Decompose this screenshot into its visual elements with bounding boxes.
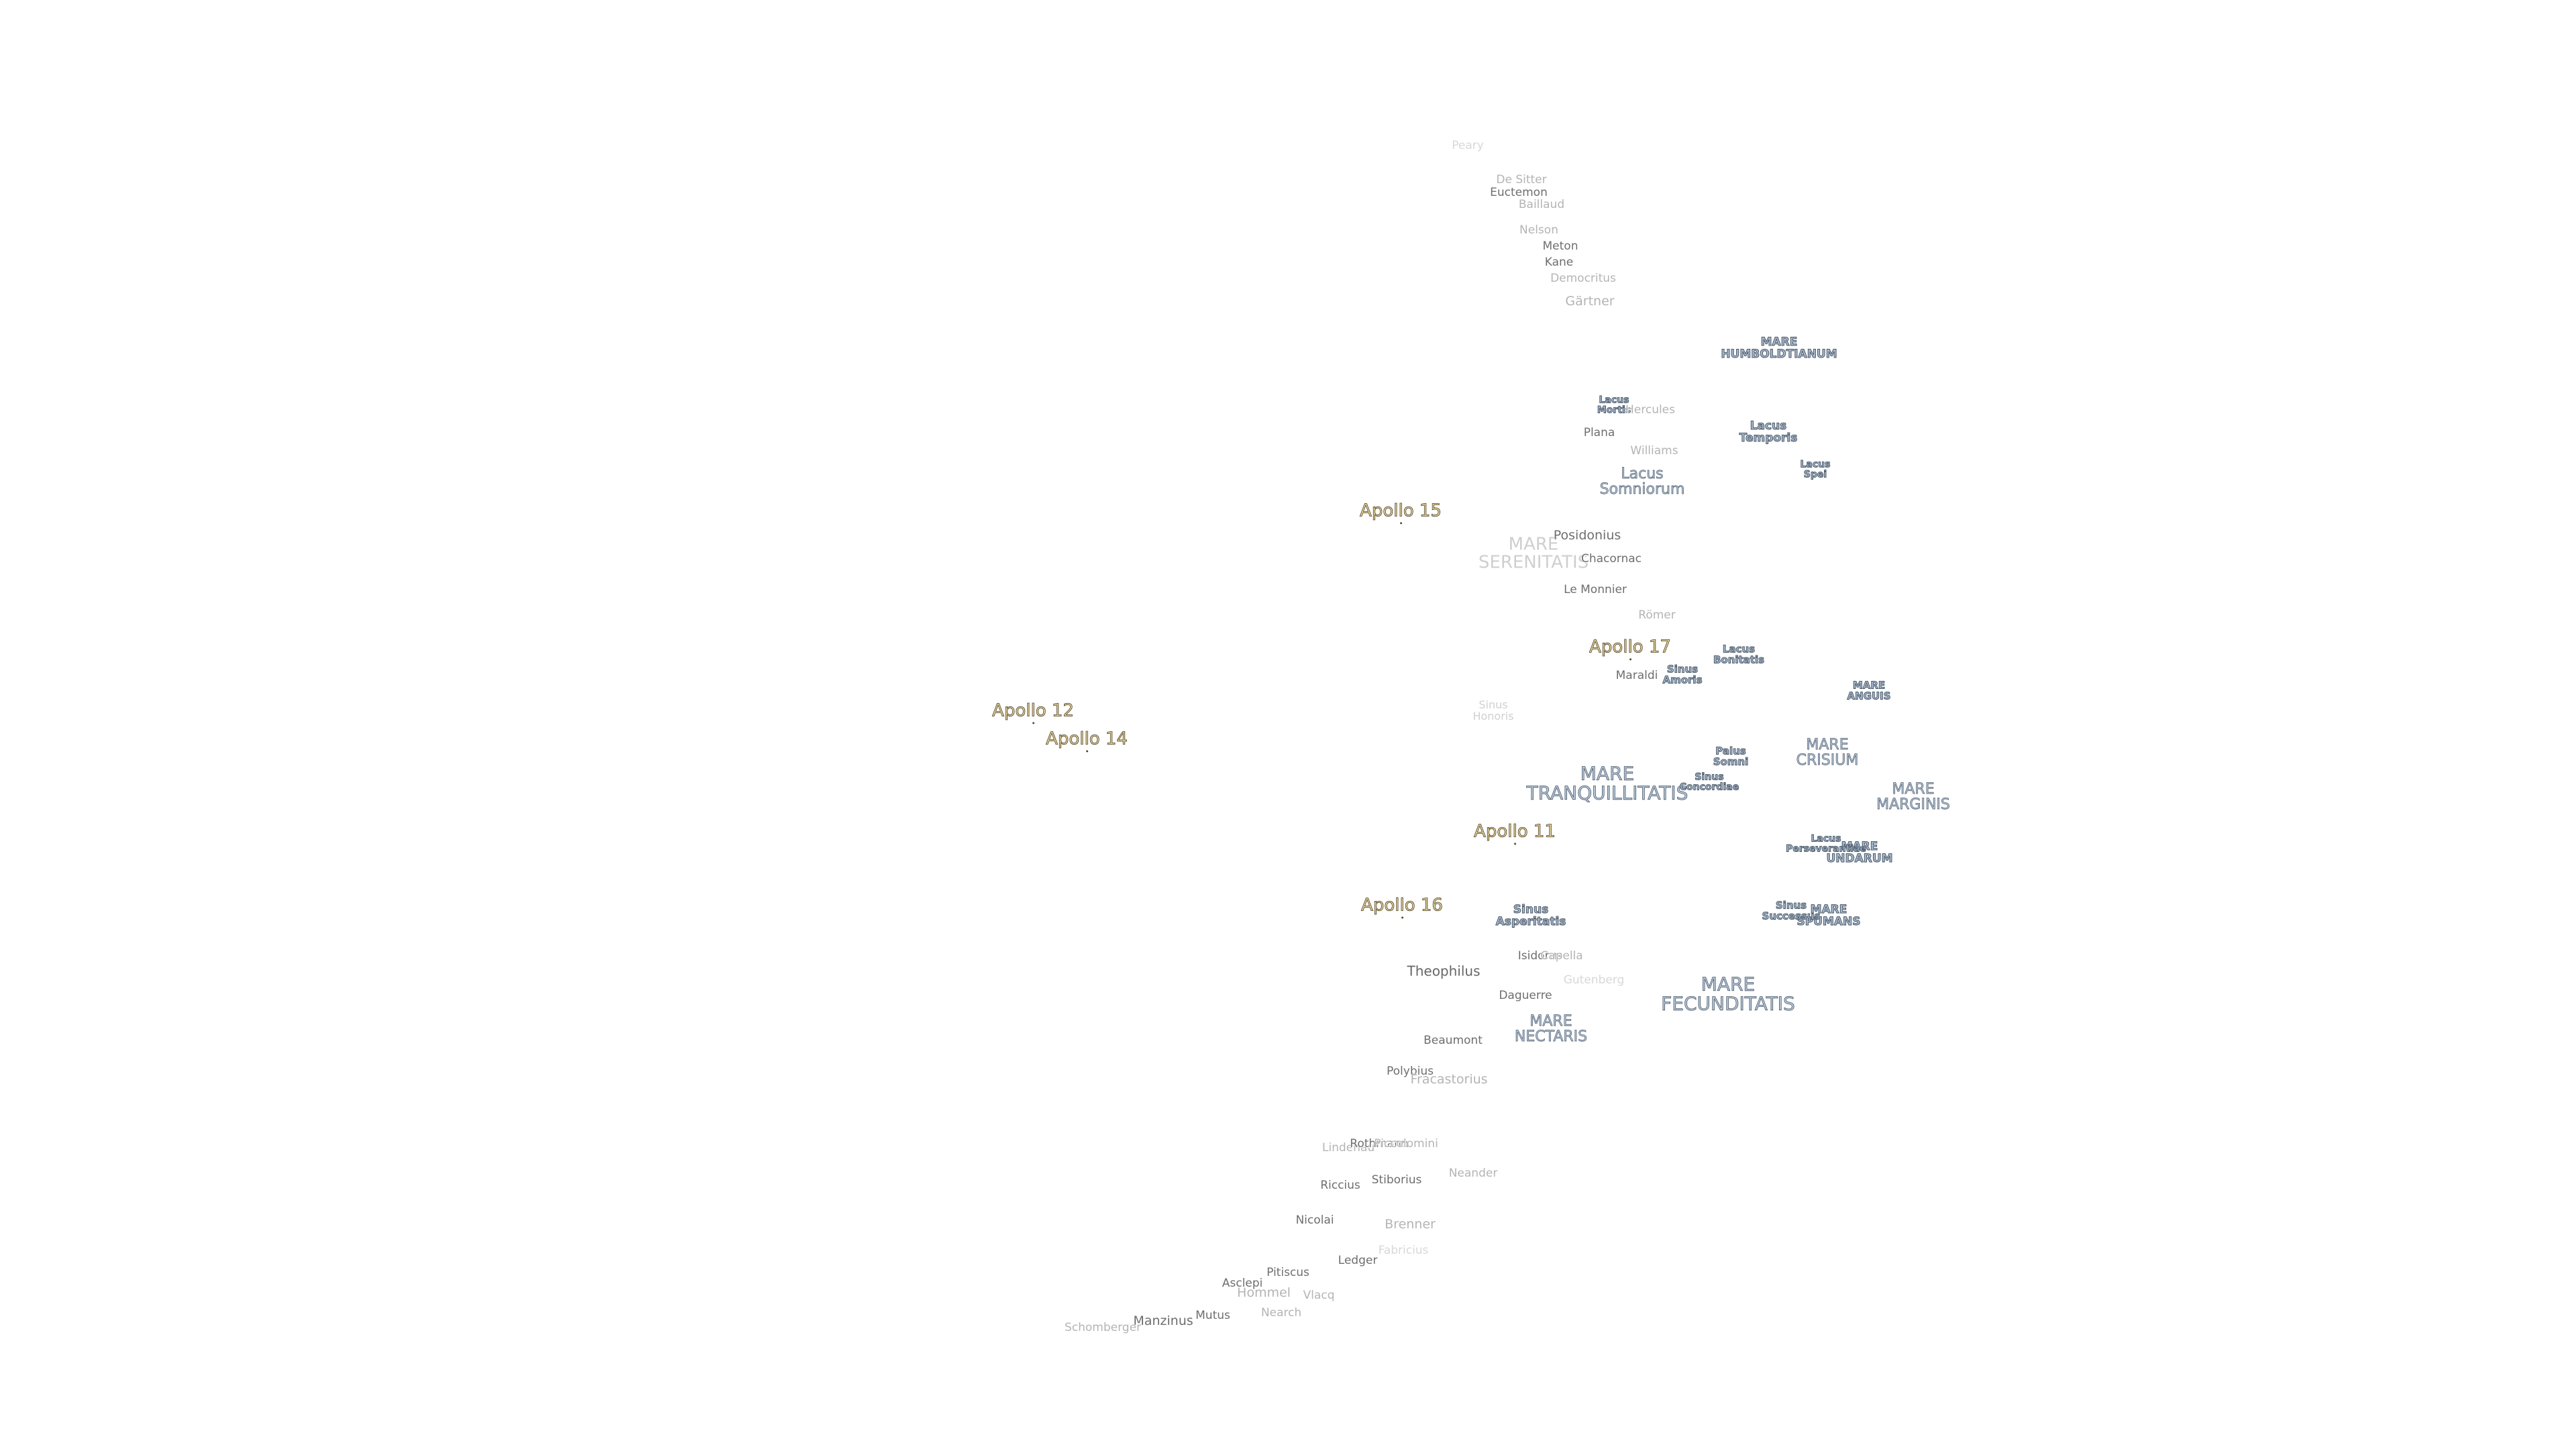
crater-neander[interactable]: Neander	[1448, 1167, 1498, 1181]
crater-ledger[interactable]: Ledger	[1338, 1254, 1378, 1268]
crater-nearch[interactable]: Nearch	[1260, 1306, 1302, 1320]
crater-maraldi[interactable]: Maraldi	[1615, 669, 1658, 683]
crater-gartner[interactable]: Gärtner	[1565, 294, 1615, 309]
crater-posidonius[interactable]: Posidonius	[1553, 528, 1621, 543]
crater-hercules[interactable]: Hercules	[1625, 403, 1676, 417]
crater-rothmann[interactable]: Rothmann	[1350, 1137, 1409, 1151]
crater-piccolomini[interactable]: Piccolomini	[1374, 1137, 1438, 1151]
crater-asclepi[interactable]: Asclepi	[1222, 1277, 1263, 1291]
crater-romer[interactable]: Römer	[1638, 608, 1676, 623]
crater-euctemon[interactable]: Euctemon	[1490, 186, 1548, 200]
crater-fabricius[interactable]: Fabricius	[1378, 1244, 1429, 1258]
apollo-12-label[interactable]: Apollo 12	[992, 700, 1074, 725]
crater-brenner[interactable]: Brenner	[1385, 1217, 1436, 1232]
crater-isidorus[interactable]: Isidorus	[1517, 949, 1563, 963]
crater-le-monnier[interactable]: Le Monnier	[1564, 583, 1627, 597]
crater-mutus[interactable]: Mutus	[1195, 1309, 1230, 1323]
apollo-15-label[interactable]: Apollo 15	[1360, 500, 1442, 525]
crater-nicolai[interactable]: Nicolai	[1295, 1214, 1334, 1228]
crater-fracastorius[interactable]: Fracastorius	[1410, 1072, 1488, 1087]
crater-schomberger[interactable]: Schomberger	[1064, 1321, 1142, 1335]
crater-gutenberg[interactable]: Gutenberg	[1563, 973, 1625, 987]
crater-de-sitter[interactable]: De Sitter	[1496, 173, 1547, 187]
crater-kane[interactable]: Kane	[1544, 256, 1574, 270]
crater-lindenau[interactable]: Lindenau	[1322, 1141, 1375, 1155]
crater-chacornac[interactable]: Chacornac	[1580, 552, 1642, 566]
crater-baillaud[interactable]: Baillaud	[1518, 198, 1565, 212]
crater-riccius[interactable]: Riccius	[1320, 1179, 1360, 1193]
crater-daguerre[interactable]: Daguerre	[1499, 989, 1552, 1003]
crater-theophilus[interactable]: Theophilus	[1407, 963, 1481, 979]
crater-vlacq[interactable]: Vlacq	[1303, 1289, 1335, 1303]
crater-stiborius[interactable]: Stiborius	[1371, 1173, 1422, 1187]
crater-peary[interactable]: Peary	[1452, 139, 1484, 153]
crater-nelson[interactable]: Nelson	[1519, 223, 1558, 237]
crater-manzinus[interactable]: Manzinus	[1133, 1313, 1193, 1329]
crater-pitiscus[interactable]: Pitiscus	[1267, 1266, 1309, 1280]
apollo-14-label[interactable]: Apollo 14	[1046, 729, 1128, 753]
crater-polybius[interactable]: Polybius	[1387, 1065, 1434, 1079]
apollo-16-label[interactable]: Apollo 16	[1361, 895, 1443, 920]
crater-democritus[interactable]: Democritus	[1550, 272, 1616, 286]
crater-capella[interactable]: Capella	[1540, 949, 1583, 963]
apollo-17-label[interactable]: Apollo 17	[1589, 637, 1671, 661]
crater-hommel[interactable]: Hommel	[1237, 1285, 1291, 1301]
apollo-11-label[interactable]: Apollo 11	[1474, 821, 1556, 846]
crater-plana[interactable]: Plana	[1583, 426, 1615, 440]
crater-williams[interactable]: Williams	[1630, 444, 1678, 458]
crater-beaumont[interactable]: Beaumont	[1424, 1034, 1483, 1048]
crater-meton[interactable]: Meton	[1542, 239, 1578, 254]
